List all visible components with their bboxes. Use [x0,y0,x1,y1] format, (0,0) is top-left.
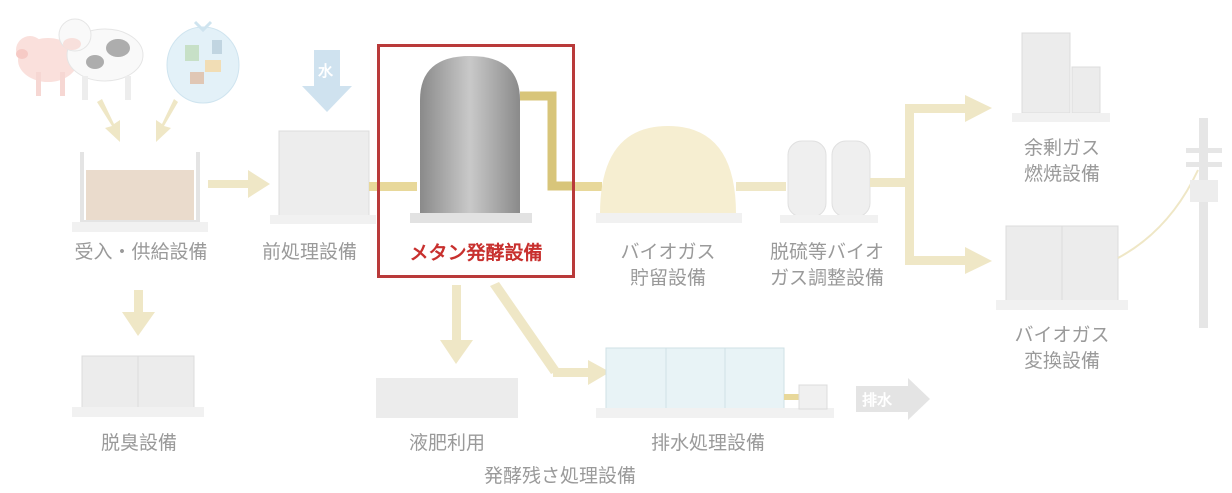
water-arrow [302,50,352,112]
label-biogas-storage: バイオガス 貯留設備 [606,239,730,291]
label-biogas-storage-2: 貯留設備 [629,267,706,289]
surplus-gas-burner [1012,32,1110,122]
arrow-down-deodor [122,290,155,336]
methane-tank [410,56,572,223]
flow-arrow-1 [208,170,270,198]
receiving-tank [72,152,208,232]
biogas-storage-dome [596,126,742,223]
input-arrows [97,99,178,142]
water-label: 水 [318,62,334,80]
label-liquid: 液肥利用 [408,432,485,454]
liquid-fertilizer-unit [376,378,518,418]
label-desulfurization-1: 脱硫等バイオ [769,241,884,263]
label-desulfurization-2: ガス調整設備 [769,267,884,289]
pipe-2 [572,182,602,191]
label-biogas-storage-1: バイオガス [620,241,716,263]
livestock-icon [16,18,144,100]
label-methane: メタン発酵設備 [409,242,543,264]
drain-arrow [856,378,930,420]
highlight-frame [377,44,575,278]
pig-icon [16,36,78,96]
desulfurization-unit [780,140,878,223]
label-conversion-1: バイオガス [1014,324,1110,346]
label-residue: 発酵残さ処理設備 [483,465,636,487]
label-conversion: バイオガス 変換設備 [1000,322,1124,374]
label-conversion-2: 変換設備 [1023,350,1100,372]
power-pole-icon [1117,118,1222,328]
pipe-3 [736,182,786,191]
wastewater-treatment-unit [596,347,834,418]
label-desulfurization: 脱硫等バイオ ガス調整設備 [752,239,902,291]
label-deodor: 脱臭設備 [100,432,177,454]
pipe-1 [369,182,417,191]
label-surplus-2: 燃焼設備 [1023,163,1100,185]
label-surplus: 余剰ガス 燃焼設備 [1000,135,1124,187]
residue-arrows [440,282,610,385]
cow-icon [58,18,144,100]
biogas-conversion-unit [996,225,1128,310]
pretreatment-unit [270,130,376,224]
label-pretreatment: 前処理設備 [262,241,358,263]
label-receiving: 受入・供給設備 [74,241,208,263]
drain-label: 排水 [862,391,893,409]
split-arrows [870,95,992,274]
label-surplus-1: 余剰ガス [1023,137,1100,159]
label-wastewater: 排水処理設備 [650,432,765,454]
deodorization-unit [72,355,204,417]
garbage-bag-icon [166,20,240,104]
